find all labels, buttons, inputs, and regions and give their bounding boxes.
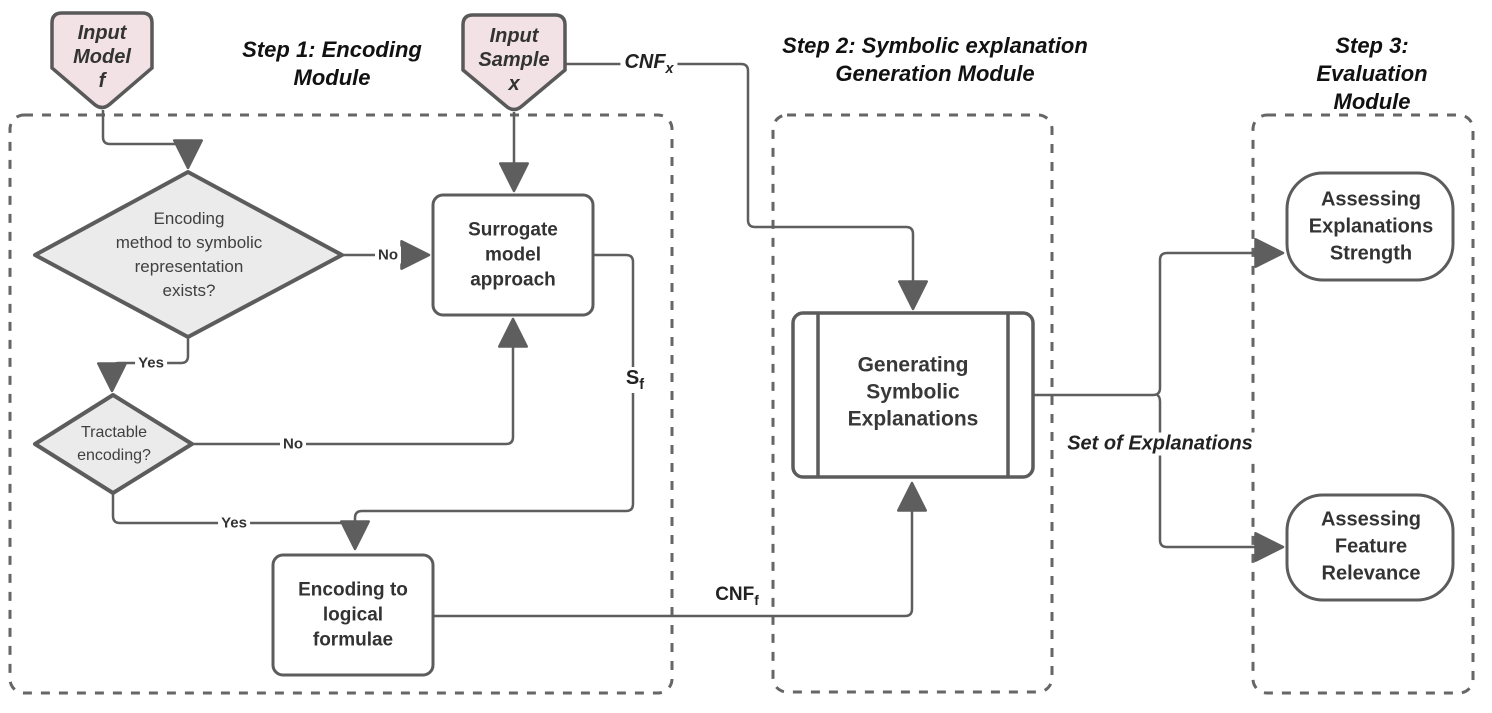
edge-cnfx-to-generating	[566, 62, 928, 311]
generating-explanations-node	[791, 311, 1035, 479]
decision-encoding-method-node	[33, 170, 344, 339]
edge-model-to-decision1	[101, 110, 203, 170]
decision-tractable-node	[33, 393, 194, 495]
edge-generating-to-relevance	[1156, 393, 1285, 562]
step3-module-container	[1251, 113, 1475, 695]
assess-strength-node	[1285, 171, 1455, 282]
step2-module-container	[771, 113, 1054, 694]
edge-surrogate-sf-to-encoding	[353, 253, 635, 535]
assess-relevance-node	[1285, 493, 1455, 602]
input-model-node	[50, 11, 154, 110]
encoding-logical-node	[271, 553, 435, 677]
edge-cnff-to-generating	[433, 481, 927, 618]
input-sample-node	[461, 13, 567, 112]
surrogate-model-node	[431, 193, 595, 317]
edge-decision1-yes-to-decision2	[97, 337, 190, 393]
edge-generating-to-strength	[1033, 238, 1285, 397]
edge-decision2-yes-to-encoding	[111, 493, 370, 551]
edge-decision2-no-to-surrogate	[192, 317, 528, 446]
